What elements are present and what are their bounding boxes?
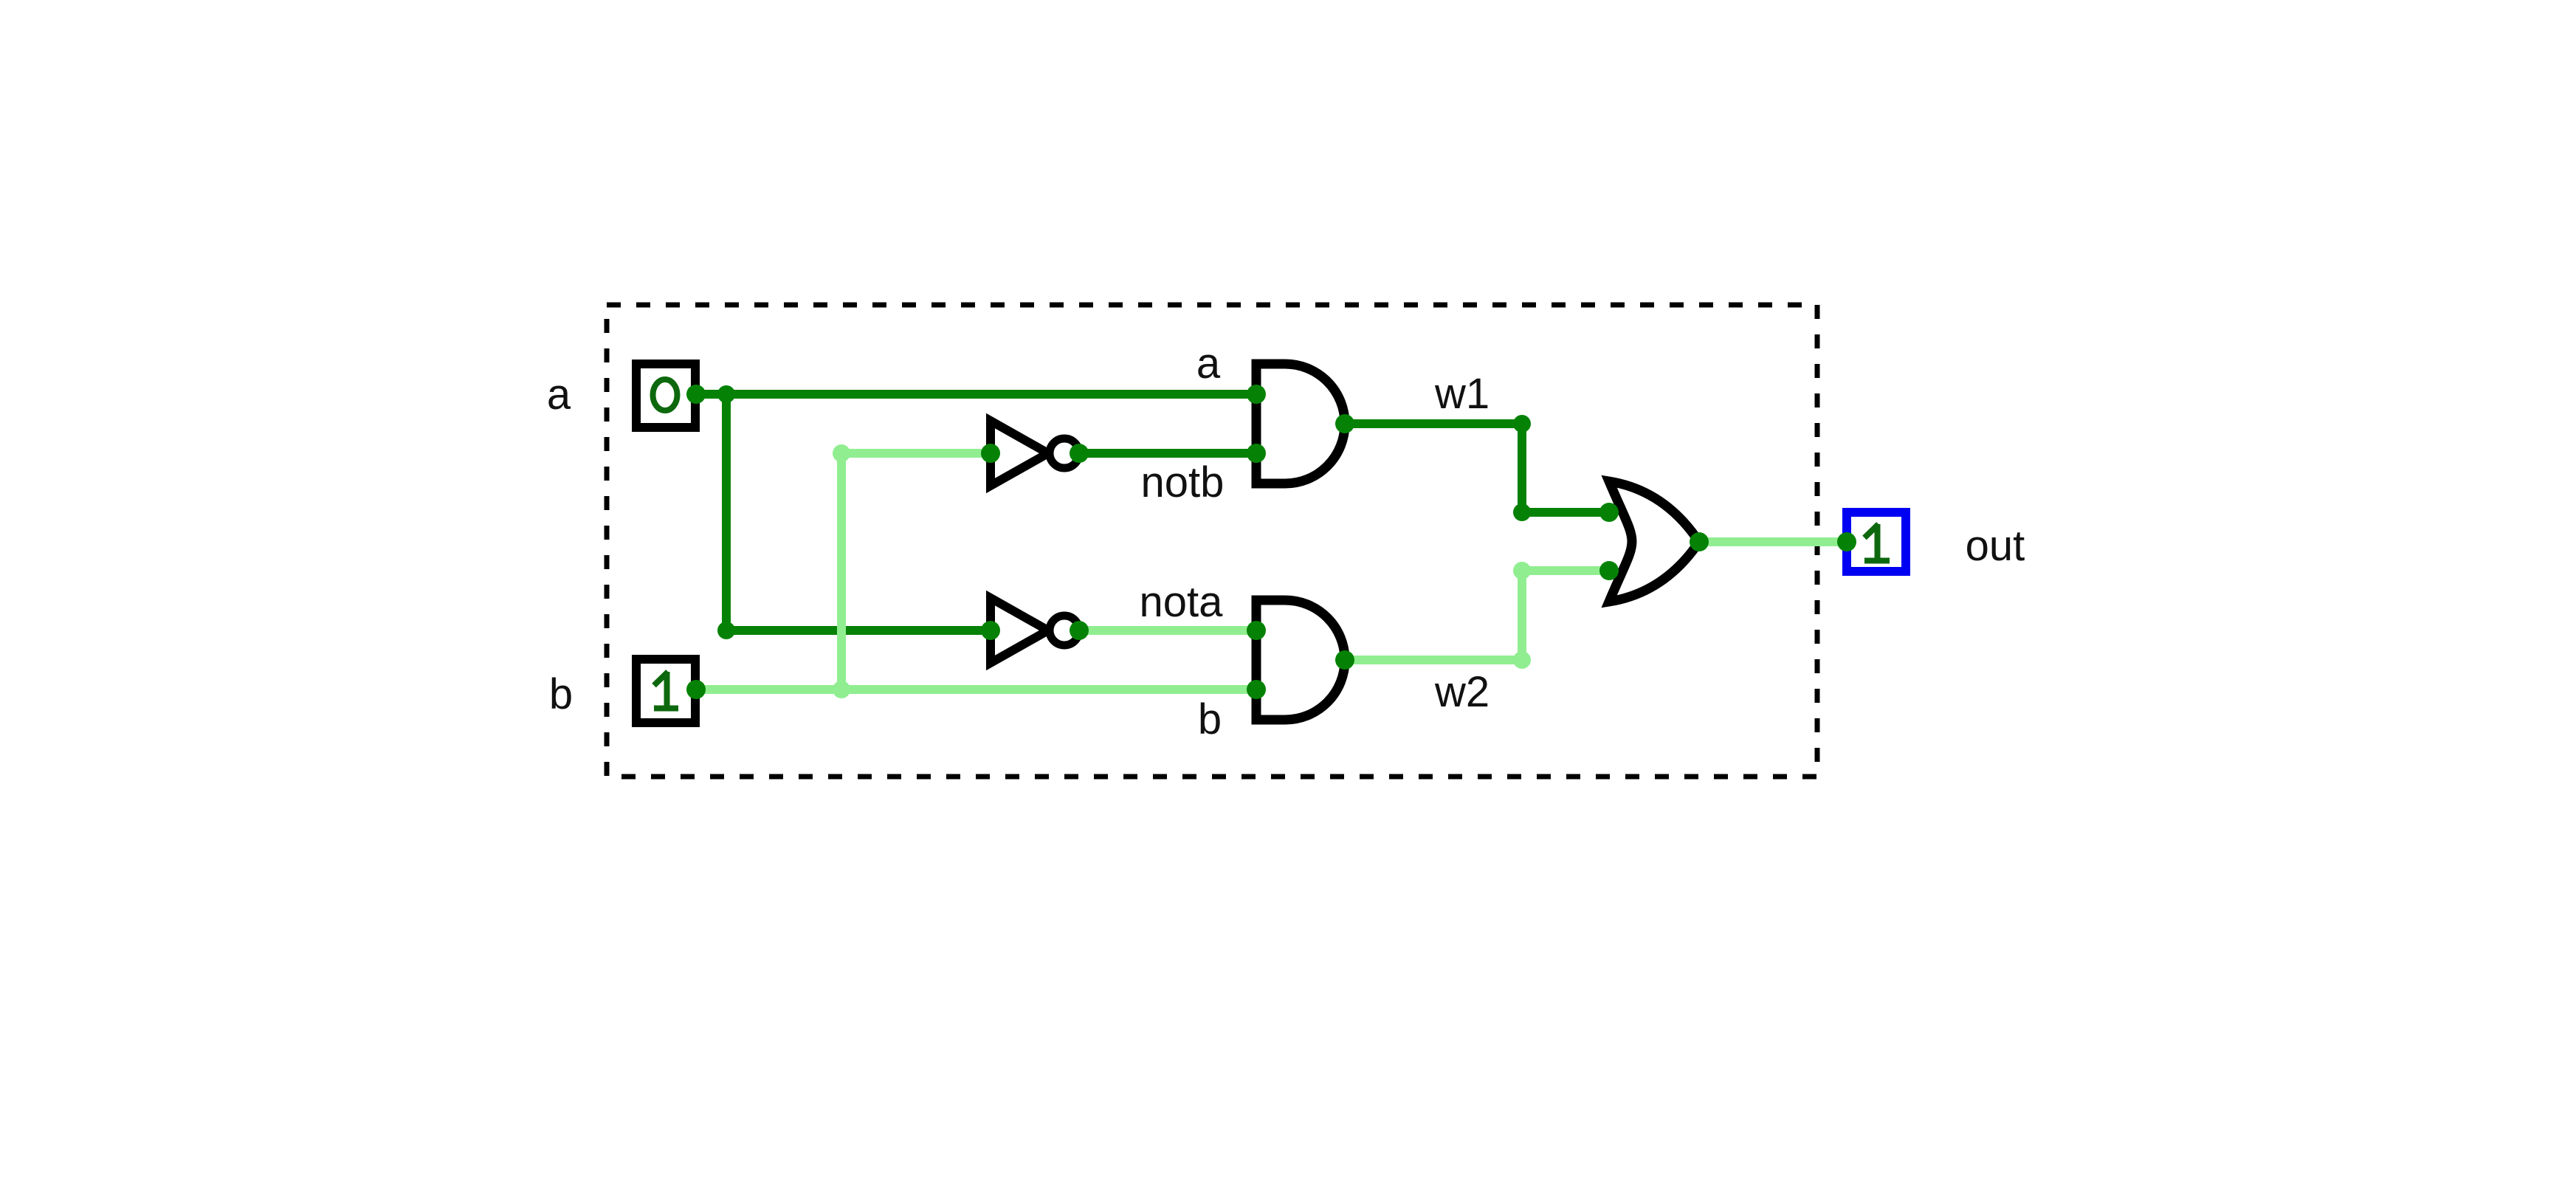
- svg-text:nota: nota: [1140, 578, 1224, 626]
- svg-text:notb: notb: [1141, 458, 1225, 506]
- svg-text:w2: w2: [1434, 668, 1490, 716]
- svg-text:b: b: [1198, 695, 1222, 743]
- svg-text:a: a: [1196, 340, 1221, 388]
- svg-text:out: out: [1966, 522, 2025, 570]
- svg-text:b: b: [549, 670, 573, 718]
- svg-text:a: a: [547, 371, 571, 419]
- svg-text:w1: w1: [1434, 370, 1490, 418]
